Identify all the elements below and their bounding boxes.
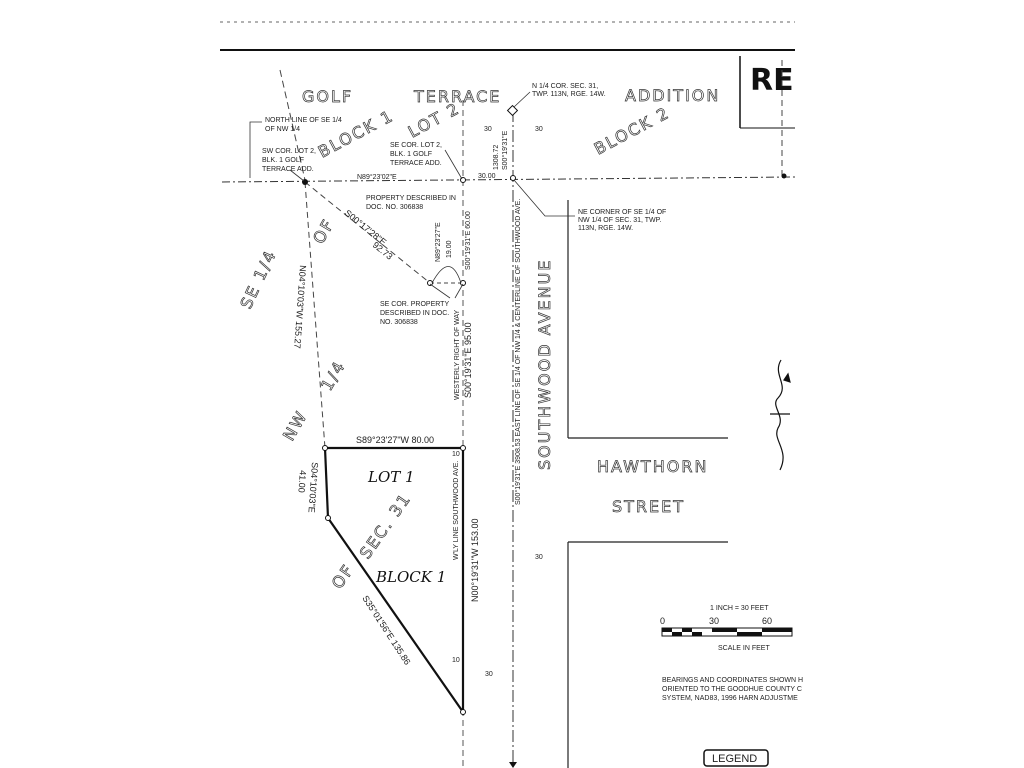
distance-92-73: 92.73: [371, 240, 395, 262]
dimension-arc-19: [431, 266, 462, 284]
width-10-b: 10: [452, 657, 460, 664]
monument-lot1-w: [325, 515, 331, 521]
quarter-west-line: [304, 181, 326, 449]
bearing-s00-95: S00°19'31"E 95.00: [463, 322, 473, 398]
scale-tick-30: 30: [709, 616, 719, 626]
title-block-partial: RE: [750, 63, 794, 98]
bearing-s04-41: S04°10'03"E: [306, 462, 320, 513]
golf-terrace-lot-line: [279, 69, 306, 181]
monument-ne-corner: [510, 175, 516, 181]
basis-note-2: ORIENTED TO THE GOODHUE COUNTY C: [662, 686, 802, 693]
street-label: STREET: [612, 497, 685, 516]
note-north-line-1: NORTH LINE OF SE 1/4: [265, 117, 342, 124]
legend-label: LEGEND: [712, 753, 757, 765]
bearing-n89-2327: N89°23'27"E: [434, 222, 442, 262]
note-sw-cor-3: TERRACE ADD.: [262, 166, 314, 173]
width-30-a: 30: [484, 126, 492, 133]
bearing-s00-1728: S00°17'28"E: [343, 208, 389, 248]
block2-label: BLOCK 2: [591, 103, 673, 159]
scale-units: SCALE IN FEET: [718, 645, 770, 652]
scale-tick-60: 60: [762, 616, 772, 626]
se14-label: SE 1/4: [236, 246, 280, 311]
scale-label: 1 INCH = 30 FEET: [710, 605, 769, 612]
property-306838-line: [304, 181, 431, 284]
note-ne-corner-3: 113N, RGE. 14W.: [578, 225, 633, 232]
note-sw-cor-1: SW COR. LOT 2,: [262, 148, 316, 155]
note-ne-corner-2: NW 1/4 OF SEC. 31, TWP.: [578, 217, 661, 224]
bearing-1308: S00°19'31"E: [501, 130, 509, 170]
width-10-a: 10: [452, 451, 460, 458]
leader-n14: [513, 91, 531, 108]
distance-41: 41.00: [296, 470, 308, 493]
note-se-cor-lot2-1: SE COR. LOT 2,: [390, 142, 442, 149]
of1-label: OF: [309, 215, 338, 247]
monument-lot1-ne: [460, 445, 466, 451]
hawthorn-label: HAWTHORN: [597, 457, 708, 476]
golf-label: GOLF: [302, 87, 353, 106]
distance-1308: 1308.72: [493, 145, 500, 170]
lot1-label: LOT 1: [367, 468, 415, 486]
bearing-s89-80: S89°23'27"W 80.00: [356, 435, 434, 445]
legend-box: [703, 749, 769, 767]
survey-stake-icon: [509, 762, 517, 768]
note-se-cor-lot2-3: TERRACE ADD.: [390, 160, 442, 167]
basis-note-3: SYSTEM, NAD83, 1996 HARN ADJUSTME: [662, 695, 798, 702]
east-line-label: S00°19'31"E 3908.53 EAST LINE OF SE 1/4 …: [514, 199, 522, 505]
distance-19: 19.00: [446, 240, 453, 258]
monument-lot1-s: [460, 709, 466, 715]
quarter-line: [221, 176, 796, 183]
distance-30-top: 30.00: [478, 173, 496, 180]
note-north-line-2: OF NW 1/4: [265, 126, 300, 133]
bearing-s00-60: S00°19'31"E 60.00: [464, 211, 472, 270]
nw-label: NW: [279, 407, 311, 444]
width-30-d: 30: [485, 671, 493, 678]
note-n14-1: N 1/4 COR. SEC. 31,: [532, 83, 598, 90]
note-property-2: DOC. NO. 306838: [366, 204, 423, 211]
leader-se-cor: [444, 149, 463, 180]
bearing-n00-153: N00°19'31"W 153.00: [470, 518, 480, 602]
north-arrow-icon: [770, 359, 791, 471]
note-se-prop-1: SE COR. PROPERTY: [380, 301, 449, 308]
width-30-b: 30: [535, 126, 543, 133]
scale-bar: [661, 627, 793, 637]
addition-label: ADDITION: [625, 86, 720, 105]
note-sw-cor-2: BLK. 1 GOLF: [262, 157, 304, 164]
basis-note-1: BEARINGS AND COORDINATES SHOWN H: [662, 677, 803, 684]
wly-line-label: W'LY LINE SOUTHWOOD AVE.: [453, 461, 460, 560]
n14-corner-symbol: [506, 104, 519, 117]
note-ne-corner-1: NE CORNER OF SE 1/4 OF: [578, 209, 666, 216]
bearing-n04-155: N04°10'03"W 155.27: [292, 265, 308, 349]
monument-prop-b: [460, 280, 466, 286]
note-se-prop-3: NO. 306838: [380, 319, 418, 326]
southwood-avenue-label: SOUTHWOOD AVENUE: [535, 259, 554, 470]
block1-label: BLOCK 1: [375, 568, 446, 586]
width-30-c: 30: [535, 554, 543, 561]
monument-lot1-nw: [322, 445, 328, 451]
monument-right-top: [781, 173, 787, 179]
monument-prop-a: [427, 280, 433, 286]
bearing-n89-top: N89°23'02"E: [357, 173, 397, 181]
leader-se-prop-a: [429, 283, 451, 299]
terrace-label: TERRACE: [413, 87, 501, 106]
note-se-prop-2: DESCRIBED IN DOC.: [380, 310, 449, 317]
westerly-row-label: WESTERLY RIGHT OF WAY: [454, 309, 461, 400]
block1-top-label: BLOCK 1: [315, 106, 397, 162]
of2-label: OF: [328, 560, 358, 592]
leader-north-line: [249, 121, 262, 178]
note-property-1: PROPERTY DESCRIBED IN: [366, 195, 456, 202]
q14-label: 1/4: [317, 357, 349, 394]
note-n14-2: TWP. 113N, RGE. 14W.: [532, 91, 606, 98]
leader-ne-corner: [513, 179, 575, 217]
note-se-cor-lot2-2: BLK. 1 GOLF: [390, 151, 432, 158]
scale-tick-0: 0: [660, 616, 665, 626]
sec31-label: SEC. 31: [356, 489, 415, 562]
leader-se-prop-b: [454, 283, 464, 299]
leader-sw-cor: [289, 169, 305, 182]
